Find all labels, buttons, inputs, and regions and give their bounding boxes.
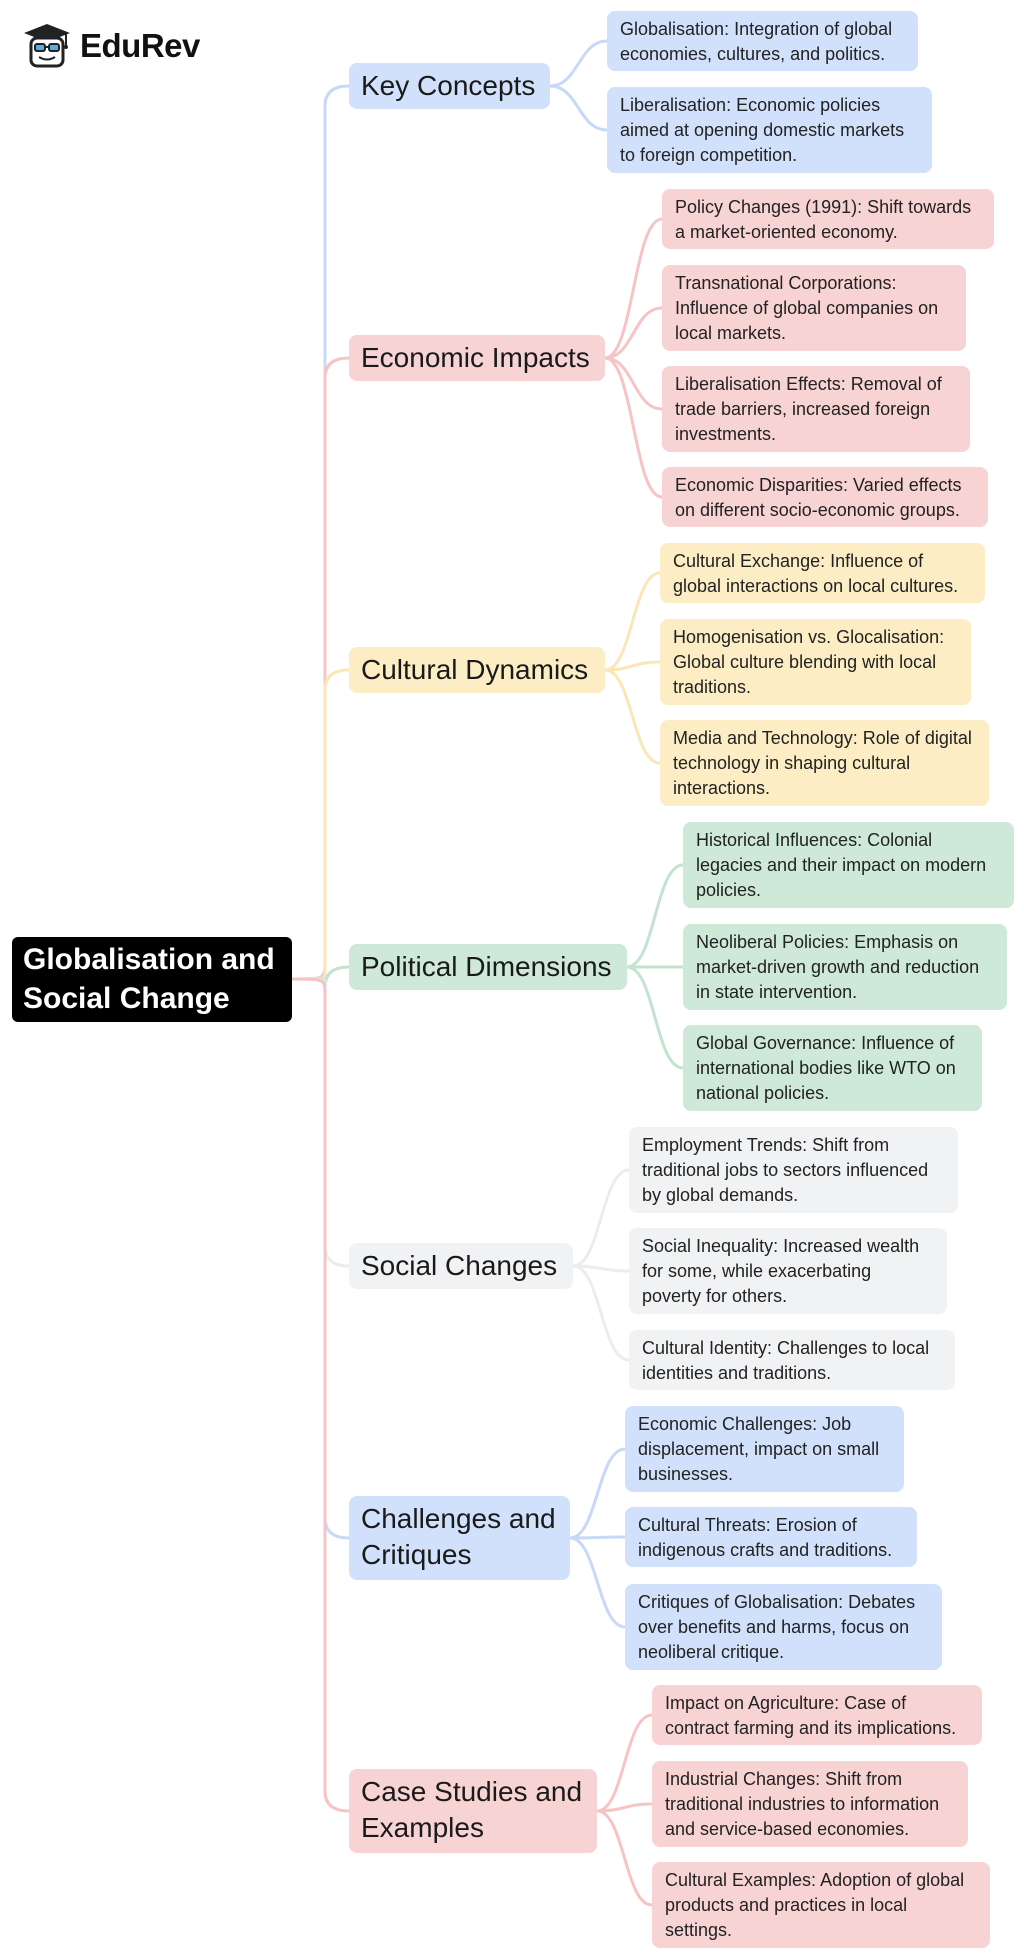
leaf-critiques-of-globalisation: Critiques of Globalisation: Debates over… xyxy=(625,1584,942,1670)
root-connector-social-changes xyxy=(291,977,350,1268)
branch-connector-key-concepts xyxy=(548,39,609,88)
leaf-historical-influences: Historical Influences: Colonial legacies… xyxy=(683,822,1014,908)
root-connector-economic-impacts xyxy=(291,356,350,981)
graduate-mascot-icon xyxy=(24,24,70,68)
root-node: Globalisation and Social Change xyxy=(12,937,292,1022)
branch-connector-challenges-and-critiques xyxy=(568,1535,627,1540)
branch-connector-cultural-dynamics xyxy=(603,571,662,672)
leaf-neoliberal-policies: Neoliberal Policies: Emphasis on market-… xyxy=(683,924,1007,1010)
branch-connector-political-dimensions xyxy=(625,863,685,969)
branch-economic-impacts: Economic Impacts xyxy=(349,335,605,381)
leaf-liberalisation: Liberalisation: Economic policies aimed … xyxy=(607,87,932,173)
branch-connector-key-concepts xyxy=(548,84,609,132)
branch-connector-economic-impacts xyxy=(603,217,664,360)
branch-connector-challenges-and-critiques xyxy=(568,1536,627,1629)
branch-cultural-dynamics: Cultural Dynamics xyxy=(349,647,605,693)
leaf-policy-changes-1991: Policy Changes (1991): Shift towards a m… xyxy=(662,189,994,249)
branch-political-dimensions: Political Dimensions xyxy=(349,944,627,990)
branch-connector-cultural-dynamics xyxy=(603,660,662,672)
branch-connector-political-dimensions xyxy=(625,965,685,1070)
leaf-economic-disparities: Economic Disparities: Varied effects on … xyxy=(662,467,988,527)
branch-connector-economic-impacts xyxy=(603,356,664,499)
branch-connector-cultural-dynamics xyxy=(603,668,662,765)
root-connector-case-studies-and-examples xyxy=(291,977,350,1813)
leaf-cultural-threats: Cultural Threats: Erosion of indigenous … xyxy=(625,1507,917,1567)
leaf-social-inequality: Social Inequality: Increased wealth for … xyxy=(629,1228,947,1314)
logo-text: EduRev xyxy=(80,27,200,64)
leaf-cultural-examples: Cultural Examples: Adoption of global pr… xyxy=(652,1862,990,1948)
root-connector-key-concepts xyxy=(291,84,350,981)
leaf-impact-on-agriculture: Impact on Agriculture: Case of contract … xyxy=(652,1685,982,1745)
leaf-global-governance: Global Governance: Influence of internat… xyxy=(683,1025,982,1111)
leaf-employment-trends: Employment Trends: Shift from traditiona… xyxy=(629,1127,958,1213)
leaf-globalisation: Globalisation: Integration of global eco… xyxy=(607,11,918,71)
leaf-liberalisation-effects: Liberalisation Effects: Removal of trade… xyxy=(662,366,970,452)
leaf-media-and-technology: Media and Technology: Role of digital te… xyxy=(660,720,989,806)
root-connector-challenges-and-critiques xyxy=(291,977,350,1540)
root-connector-cultural-dynamics xyxy=(291,668,350,981)
branch-connector-challenges-and-critiques xyxy=(568,1447,627,1540)
branch-case-studies-and-examples: Case Studies and Examples xyxy=(349,1769,597,1853)
leaf-economic-challenges: Economic Challenges: Job displacement, i… xyxy=(625,1406,904,1492)
leaf-industrial-changes: Industrial Changes: Shift from tradition… xyxy=(652,1761,968,1847)
branch-connector-case-studies-and-examples xyxy=(595,1809,654,1907)
branch-connector-social-changes xyxy=(571,1168,631,1268)
branch-connector-social-changes xyxy=(571,1264,631,1362)
leaf-cultural-identity: Cultural Identity: Challenges to local i… xyxy=(629,1330,955,1390)
branch-challenges-and-critiques: Challenges and Critiques xyxy=(349,1496,570,1580)
leaf-cultural-exchange: Cultural Exchange: Influence of global i… xyxy=(660,543,985,603)
leaf-homogenisation-vs-glocalisation: Homogenisation vs. Glocalisation: Global… xyxy=(660,619,971,705)
branch-connector-case-studies-and-examples xyxy=(595,1802,654,1813)
branch-key-concepts: Key Concepts xyxy=(349,63,550,109)
branch-social-changes: Social Changes xyxy=(349,1243,573,1289)
branch-connector-case-studies-and-examples xyxy=(595,1713,654,1813)
edurev-logo: EduRev xyxy=(22,22,200,70)
leaf-transnational-corporations: Transnational Corporations: Influence of… xyxy=(662,265,966,351)
branch-connector-economic-impacts xyxy=(603,356,664,411)
branch-connector-economic-impacts xyxy=(603,306,664,360)
